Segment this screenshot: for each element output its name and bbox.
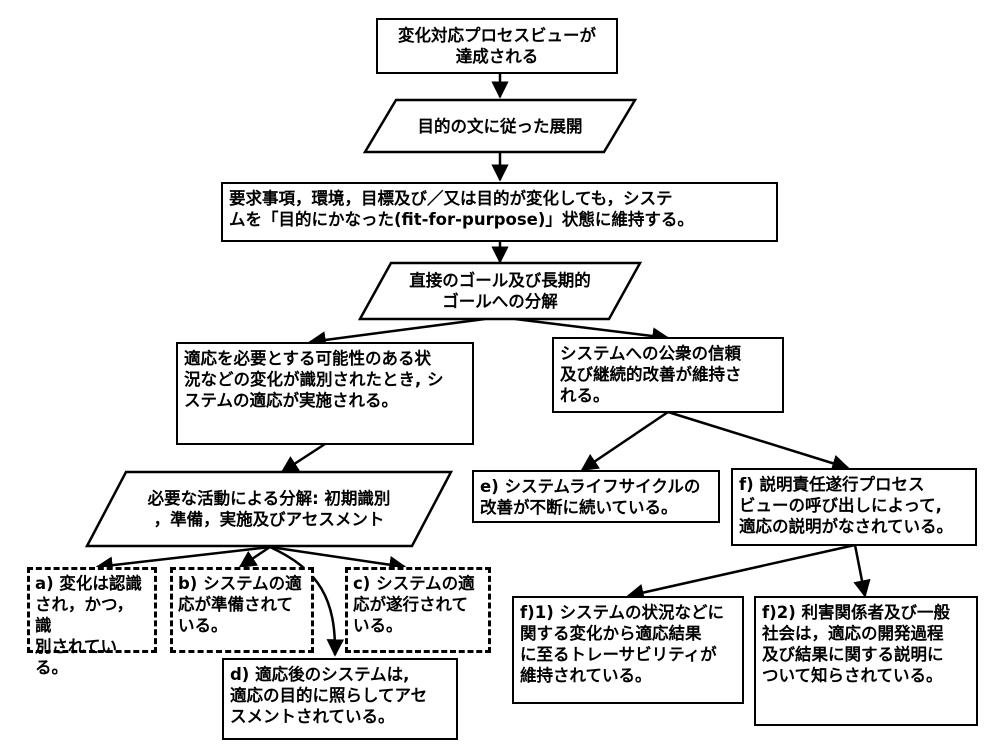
parallelogram-shape — [84, 470, 454, 548]
node-b-text: b) システムの適 応が準備されて いる。 — [178, 574, 302, 635]
arrow-goals-to-trust — [514, 317, 670, 345]
node-d-text: d) 適応後のシステムは, 適応の目的に照らしてアセ スメントされている。 — [230, 665, 428, 726]
arrow-activities-to-b — [238, 545, 271, 569]
node-decompose-goals: 直接のゴール及び長期的 ゴールへの分解 — [357, 261, 643, 321]
node-f1-text: f)1) システムの状況などに 関する変化から適応結果 に至るトレーサビリティが… — [520, 603, 724, 685]
node-maintain-text: 要求事項，環境，目標及び／又は目的が変化しても，システ ムを「目的にかなった(f… — [229, 189, 694, 229]
node-e: e) システムライフサイクルの 改善が不断に続いている。 — [472, 470, 720, 523]
arrow-f-to-f2 — [853, 544, 871, 598]
node-b: b) システムの適 応が準備されて いる。 — [170, 567, 314, 653]
node-trust: システムへの公衆の信頼 及び継続的改善が維持さ れる。 — [552, 337, 784, 413]
node-adapt-text: 適応を必要とする可能性のある状 況などの変化が識別されたとき, シ ステムの適応… — [184, 349, 444, 410]
node-a-text: a) 変化は認識 され，かつ，識 別されている。 — [35, 574, 142, 677]
node-purpose-deploy-text: 目的の文に従った展開 — [417, 116, 583, 136]
node-trust-text: システムへの公衆の信頼 及び継続的改善が維持さ れる。 — [560, 344, 742, 405]
arrow-activities-to-c — [269, 545, 407, 574]
arrow-f-to-f1 — [626, 543, 856, 602]
node-d: d) 適応後のシステムは, 適応の目的に照らしてアセ スメントされている。 — [222, 658, 458, 740]
node-c: c) システムの適 応が遂行されて いる。 — [345, 567, 491, 653]
arrow-goals-to-adapt — [308, 317, 486, 349]
node-f2: f)2) 利害関係者及び一般 社会は，適応の開発過程 及び結果に関する説明に つ… — [754, 596, 978, 726]
node-f: f) 説明責任遂行プロセス ビューの呼び出しによって, 適応の説明がなされている… — [731, 468, 977, 546]
node-decompose-activities: 必要な活動による分解: 初期識別 ，準備，実施及びアセスメント — [84, 470, 454, 548]
arrow-activities-to-d — [269, 545, 345, 657]
node-f2-text: f)2) 利害関係者及び一般 社会は，適応の開発過程 及び結果に関する説明に つ… — [762, 603, 950, 685]
arrow-adapt-to-activities — [280, 442, 326, 474]
arrow-activities-to-a — [95, 545, 271, 574]
node-f1: f)1) システムの状況などに 関する変化から適応結果 に至るトレーサビリティが… — [512, 596, 744, 704]
node-adapt: 適応を必要とする可能性のある状 況などの変化が識別されたとき, シ ステムの適応… — [176, 342, 474, 445]
parallelogram-shape — [357, 261, 643, 321]
parallelogram-shape — [362, 98, 638, 154]
node-c-text: c) システムの適 応が遂行されて いる。 — [353, 574, 475, 635]
arrow-trust-to-f — [667, 410, 850, 472]
arrow-trust-to-e — [580, 410, 669, 472]
node-top: 変化対応プロセスビューが 達成される — [376, 18, 618, 74]
node-maintain: 要求事項，環境，目標及び／又は目的が変化しても，システ ムを「目的にかなった(f… — [221, 182, 778, 242]
node-purpose-deploy: 目的の文に従った展開 — [362, 98, 638, 154]
node-top-text: 変化対応プロセスビューが 達成される — [398, 26, 596, 66]
node-decompose-activities-text: 必要な活動による分解: 初期識別 ，準備，実施及びアセスメント — [147, 489, 391, 529]
node-decompose-goals-text: 直接のゴール及び長期的 ゴールへの分解 — [409, 271, 591, 311]
node-e-text: e) システムライフサイクルの 改善が不断に続いている。 — [480, 477, 701, 517]
node-a: a) 変化は認識 され，かつ，識 別されている。 — [27, 567, 157, 677]
node-f-text: f) 説明責任遂行プロセス ビューの呼び出しによって, 適応の説明がなされている… — [739, 475, 954, 536]
